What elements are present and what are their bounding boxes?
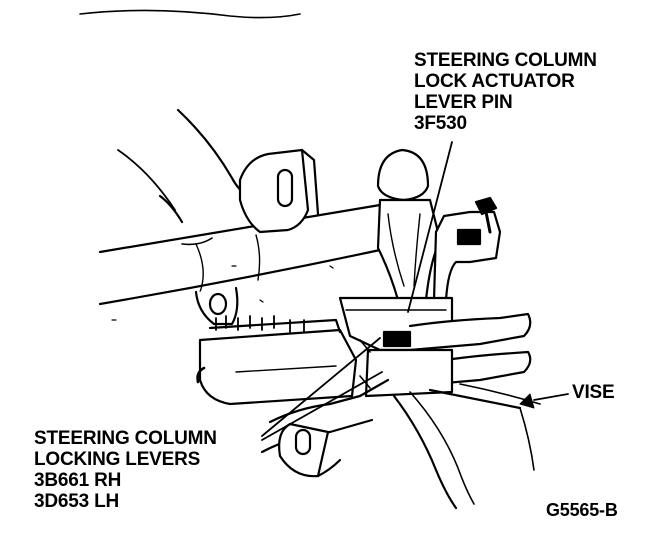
cropped-top-edge (79, 9, 301, 19)
actuator-bracket (432, 196, 502, 302)
figure-id: G5565-B (546, 500, 618, 520)
actuator-pin-label-line-3: LEVER PIN (414, 92, 513, 113)
locking-levers-label-line-4: 3D653 LH (34, 491, 119, 512)
vise-label: VISE (572, 382, 615, 403)
actuator-pin-label-line-1: STEERING COLUMN (414, 50, 597, 71)
actuator-pin-label: STEERING COLUMN LOCK ACTUATOR LEVER PIN … (414, 50, 597, 134)
vise-leader (533, 393, 569, 401)
actuator-pin-label-line-4: 3F530 (414, 113, 467, 134)
locking-levers (338, 296, 532, 398)
lower-curved-lever (260, 378, 390, 478)
locking-levers-label: STEERING COLUMN LOCKING LEVERS 3B661 RH … (34, 428, 217, 512)
vise-arrowhead (519, 393, 535, 409)
actuator-pin-leader (407, 141, 453, 313)
hand-arm-sketch (117, 108, 252, 246)
hammer-head (376, 148, 442, 324)
lock-housing (196, 315, 358, 406)
actuator-pin-label-line-2: LOCK ACTUATOR (414, 71, 575, 92)
locking-levers-label-line-2: LOCKING LEVERS (34, 449, 201, 470)
locking-lever-leader-upper (261, 337, 381, 437)
locking-levers-label-line-1: STEERING COLUMN (34, 428, 217, 449)
lower-left-bracket (194, 286, 239, 326)
leader-lines (261, 141, 569, 441)
hammer-handle (98, 203, 382, 306)
vise-jaws (392, 383, 541, 510)
locking-lever-leader-lower (261, 371, 383, 441)
sketch-marks (111, 265, 334, 321)
locking-levers-label-line-3: 3B661 RH (34, 470, 122, 491)
upper-left-bracket (238, 148, 320, 234)
